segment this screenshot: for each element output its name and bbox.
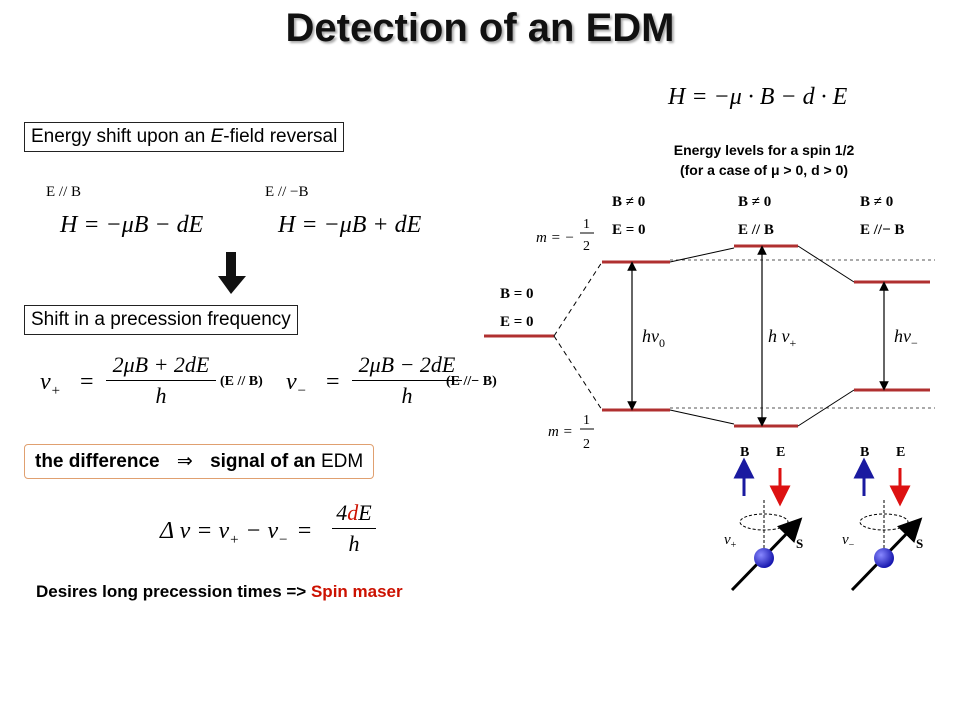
spin-plus-s: S <box>796 536 803 551</box>
spin-illustration-minus: B E ν− S <box>842 445 923 592</box>
hamiltonian-right: H = −μB + dE <box>278 212 422 238</box>
implies-icon: ⇒ <box>176 451 193 472</box>
col0-b: B = 0 <box>500 286 534 302</box>
case-label-right: E // −B <box>265 184 309 200</box>
spin-minus-b: B <box>860 445 869 460</box>
m-bot-num: 1 <box>583 413 590 428</box>
delta-nu-equation: Δ ν = ν+ − ν−= 4dE h <box>160 500 380 560</box>
m-bot-den: 2 <box>583 437 590 452</box>
particle-icon <box>754 548 774 568</box>
col3-b: B ≠ 0 <box>860 194 893 210</box>
footer-text: Desires long precession times => Spin ma… <box>36 582 403 601</box>
energy-shift-e: E <box>210 126 224 147</box>
spin-plus-e: E <box>776 445 785 460</box>
energy-shift-box: Energy shift upon an E-field reversal <box>24 122 345 152</box>
m-top-den: 2 <box>583 239 590 254</box>
spin-illustration-plus: B E ν+ S <box>724 445 803 592</box>
nu-minus-denominator: h <box>401 383 413 408</box>
nu-minus-condition: (E //− B) <box>446 374 497 389</box>
nu-plus-denominator: h <box>155 383 167 408</box>
precession-box: Shift in a precession frequency <box>24 305 298 335</box>
col0-e: E = 0 <box>500 314 534 330</box>
m-bot-label: m = <box>548 424 573 440</box>
nu-plus-sub: + <box>50 382 61 399</box>
spin-minus-s: S <box>916 536 923 551</box>
nu-minus-numerator: 2μB − 2dE <box>358 352 456 377</box>
page-title: Detection of an EDM <box>285 6 675 50</box>
edm-text: EDM <box>320 451 364 472</box>
case-label-left: E // B <box>46 184 82 200</box>
main-hamiltonian: H = −μ · B − d · E <box>668 84 848 110</box>
difference-text: the difference <box>35 451 160 472</box>
spin-plus-b: B <box>740 445 749 460</box>
delta-denominator: h <box>348 531 360 556</box>
arrow-down-icon <box>218 252 246 294</box>
h-nu0: hν0 <box>642 326 665 350</box>
col2-e: E // B <box>738 222 774 238</box>
nu-minus-symbol: ν <box>286 369 297 395</box>
nu-plus-symbol: ν <box>40 369 51 395</box>
energy-shift-suffix: -field reversal <box>223 126 338 147</box>
spin-maser-label: Spin maser <box>310 582 403 601</box>
levels-caption: Energy levels for a spin 1/2 (for a case… <box>673 142 855 178</box>
spin-plus-nu: ν+ <box>724 532 737 551</box>
energy-shift-prefix: Energy shift upon an <box>31 126 211 147</box>
hamiltonian-left: H = −μB − dE <box>60 212 204 238</box>
difference-box: the difference ⇒ signal of an EDM <box>24 444 375 479</box>
spin-minus-e: E <box>896 445 905 460</box>
nu-plus-numerator: 2μB + 2dE <box>112 352 210 377</box>
energy-level-diagram: B ≠ 0 E = 0 B ≠ 0 E // B B ≠ 0 E //− B B… <box>484 194 935 452</box>
col1-e: E = 0 <box>612 222 646 238</box>
nu-plus-condition: (E // B) <box>220 374 263 389</box>
nu-plus-equation: ν+ = 2μB + 2dE h (E // B) <box>40 352 263 408</box>
m-top-num: 1 <box>583 217 590 232</box>
delta-numerator: 4dE <box>336 500 372 525</box>
m-top-label: m = − <box>536 230 575 246</box>
nu-minus-sub: − <box>296 382 307 399</box>
particle-icon <box>874 548 894 568</box>
h-nu-plus: h ν+ <box>768 326 797 350</box>
col2-b: B ≠ 0 <box>738 194 771 210</box>
col1-b: B ≠ 0 <box>612 194 645 210</box>
h-nu-minus: hν− <box>894 326 918 350</box>
spin-minus-nu: ν− <box>842 532 855 551</box>
signal-text: signal of an <box>210 451 316 472</box>
nu-minus-equation: ν− = 2μB − 2dE h (E //− B) <box>286 352 497 408</box>
col3-e: E //− B <box>860 222 904 238</box>
